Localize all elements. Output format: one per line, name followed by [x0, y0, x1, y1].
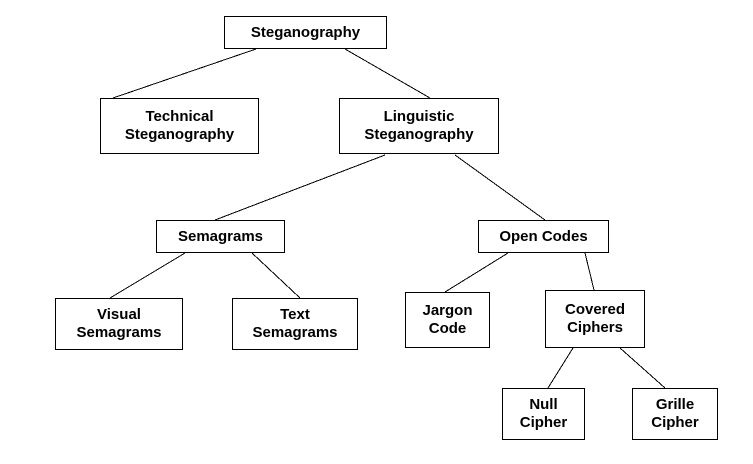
edge-opencodes-jargon: [444, 252, 509, 293]
edge-semagrams-visual: [109, 252, 186, 299]
node-covered-ciphers[interactable]: Covered Ciphers: [545, 290, 645, 348]
node-grille-cipher[interactable]: Grille Cipher: [632, 388, 718, 440]
node-open-codes[interactable]: Open Codes: [478, 220, 609, 253]
edge-covered-null: [547, 347, 574, 389]
node-visual-semagrams[interactable]: Visual Semagrams: [55, 298, 183, 350]
node-text-semagrams[interactable]: Text Semagrams: [232, 298, 358, 350]
edge-steganography-technical: [112, 48, 257, 99]
node-semagrams[interactable]: Semagrams: [156, 220, 285, 253]
node-linguistic-steganography[interactable]: Linguistic Steganography: [339, 98, 499, 154]
node-technical-steganography[interactable]: Technical Steganography: [100, 98, 259, 154]
edge-covered-grille: [619, 347, 666, 389]
edge-steganography-linguistic: [344, 48, 431, 99]
node-steganography[interactable]: Steganography: [224, 16, 387, 49]
edge-linguistic-opencodes: [454, 154, 546, 221]
node-jargon-code[interactable]: Jargon Code: [405, 292, 490, 348]
edge-linguistic-semagrams: [214, 154, 386, 221]
node-null-cipher[interactable]: Null Cipher: [502, 388, 585, 440]
edge-semagrams-text: [251, 252, 301, 299]
edge-opencodes-covered: [584, 252, 595, 291]
